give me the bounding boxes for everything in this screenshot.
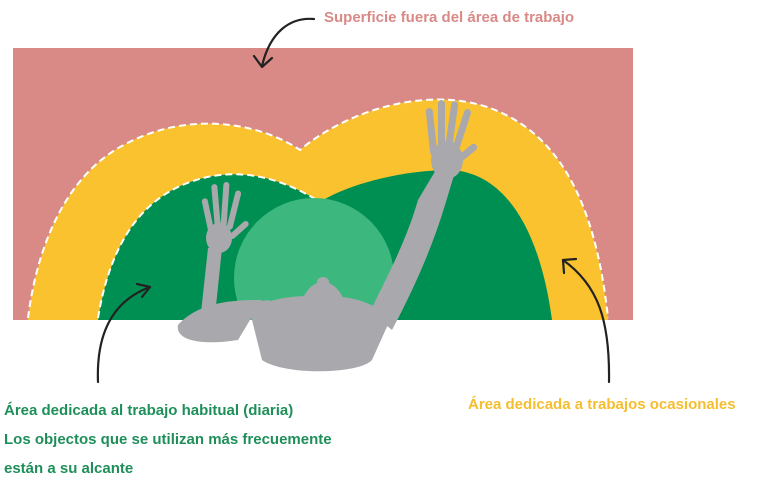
person-nose	[317, 277, 329, 287]
arrow-occasional-area	[561, 257, 611, 384]
habitual-area-boundary	[97, 173, 321, 319]
person-figure	[177, 100, 478, 372]
arrow-habitual-area	[96, 282, 152, 384]
person-right-arm	[370, 168, 455, 330]
habitual-area-label: Área dedicada al trabajo habitual (diari…	[4, 396, 332, 483]
occasional-area-label: Área dedicada a trabajos ocasionales	[468, 396, 736, 413]
person-left-hand	[201, 182, 249, 253]
outside-area-label: Superficie fuera del área de trabajo	[324, 9, 575, 26]
habitual-area-label-line1: Área dedicada al trabajo habitual (diari…	[4, 402, 294, 419]
person-left-forearm	[177, 300, 262, 343]
occasional-area-boundary	[27, 98, 609, 319]
arrow-outside-area	[252, 17, 316, 69]
person-head	[299, 282, 347, 354]
habitual-area-label-line2: Los objectos que se utilizan más frecuem…	[4, 431, 332, 448]
person-right-hand	[425, 100, 478, 179]
table-surface	[0, 320, 783, 477]
habitual-area-label-line3: están a su alcante	[4, 460, 134, 477]
